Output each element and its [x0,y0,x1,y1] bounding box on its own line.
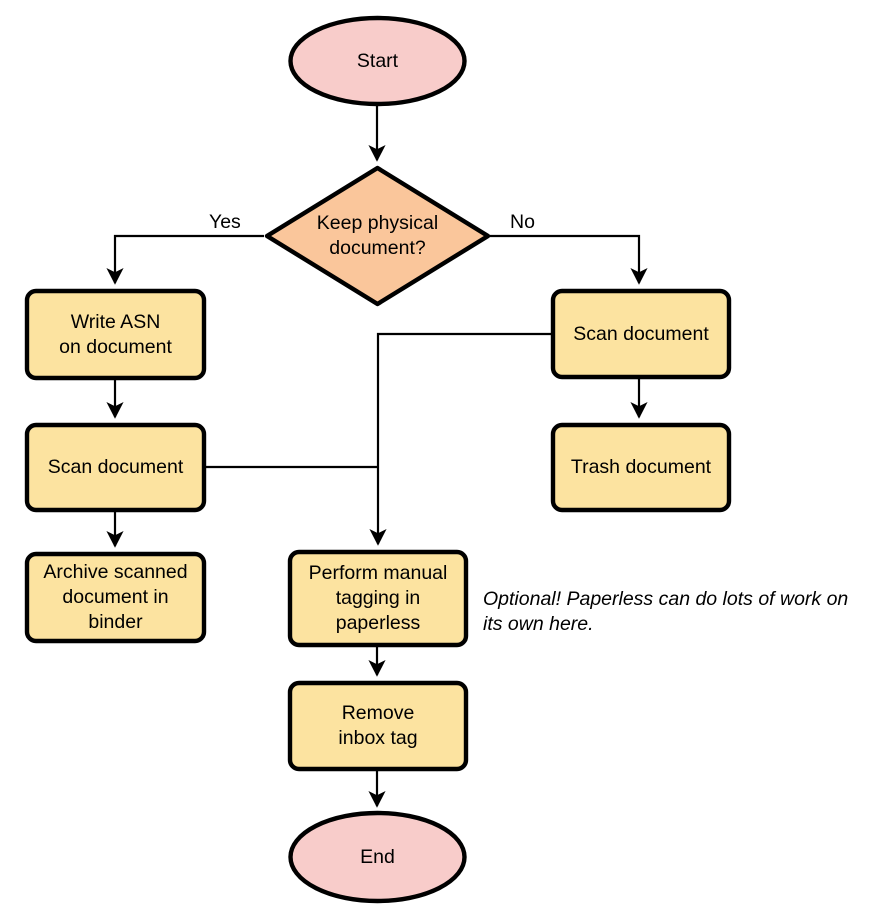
node-end [288,810,467,904]
node-archive-scanned-document [24,551,207,644]
edge-label-yes: Yes [209,211,241,233]
node-scan-document-left [24,422,207,513]
optional-note: Optional! Paperless can do lots of work … [483,588,849,635]
node-decision-keep-physical-document [264,165,491,307]
node-trash-document [550,422,732,513]
node-remove-inbox-tag [287,680,469,772]
edge-decision-no-to-scan-right [490,234,648,285]
edge-scan-right-to-tagging [369,332,552,546]
edge-decision-yes-to-write-asn [106,234,264,285]
node-write-asn-on-document [24,288,207,381]
edge-label-no: No [510,211,535,233]
node-scan-document-right [550,288,732,380]
node-perform-manual-tagging [287,549,469,648]
node-start [288,15,467,107]
